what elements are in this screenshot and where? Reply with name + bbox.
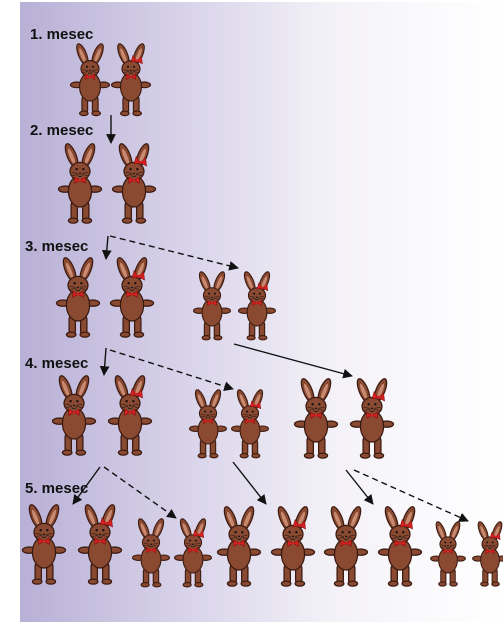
- month-label-4: 4. mesec: [25, 355, 89, 372]
- rabbit-male-month5-pair2: [132, 518, 170, 588]
- rabbit-female-month2-pair1: [111, 143, 157, 224]
- rabbit-male-month4-pair1: [51, 375, 97, 456]
- rabbit-male-month4-pair2: [189, 389, 227, 459]
- rabbit-female-month3-pair1: [109, 257, 155, 338]
- rabbit-male-month4-pair3: [293, 378, 339, 459]
- rabbit-male-month3-pair1: [55, 257, 101, 338]
- rabbit-male-month5-pair4: [323, 506, 369, 587]
- arrow-month4-pair3-to-5: [345, 469, 374, 505]
- rabbit-female-month4-pair3: [349, 378, 395, 459]
- rabbit-female-month5-pair4: [377, 506, 423, 587]
- rabbit-female-month5-pair5: [472, 521, 503, 587]
- arrow-month3-to-4: [99, 347, 110, 376]
- arrow-month3-newpair: [109, 349, 234, 392]
- month-label-2: 2. mesec: [30, 122, 94, 139]
- rabbit-female-month4-pair1: [107, 375, 153, 456]
- arrow-month2-newpair: [109, 235, 239, 271]
- arrow-month3-pair2-to-4: [233, 343, 353, 379]
- rabbit-female-month3-pair2: [238, 271, 276, 341]
- rabbit-female-month5-pair3: [270, 506, 316, 587]
- arrow-month2-to-3: [101, 235, 112, 260]
- arrow-month4-pair3-newpair: [353, 469, 469, 522]
- rabbit-male-month1-pair1: [69, 43, 111, 117]
- rabbit-male-month5-pair5: [430, 521, 466, 587]
- rabbit-male-month5-pair3: [216, 506, 262, 587]
- month-label-1: 1. mesec: [30, 26, 94, 43]
- rabbit-male-month5-pair1: [21, 504, 67, 585]
- arrow-month4-newpair: [103, 466, 177, 519]
- month-label-3: 3. mesec: [25, 238, 89, 255]
- rabbit-female-month5-pair1: [77, 504, 123, 585]
- month-label-5: 5. mesec: [25, 480, 89, 497]
- rabbit-male-month2-pair1: [57, 143, 103, 224]
- arrow-month4-to-5: [72, 466, 101, 505]
- arrow-month4-pair2-to-5: [232, 461, 267, 505]
- rabbit-female-month5-pair2: [174, 518, 212, 588]
- rabbit-female-month4-pair2: [231, 389, 269, 459]
- rabbit-female-month1-pair1: [110, 43, 152, 117]
- rabbit-male-month3-pair2: [193, 271, 231, 341]
